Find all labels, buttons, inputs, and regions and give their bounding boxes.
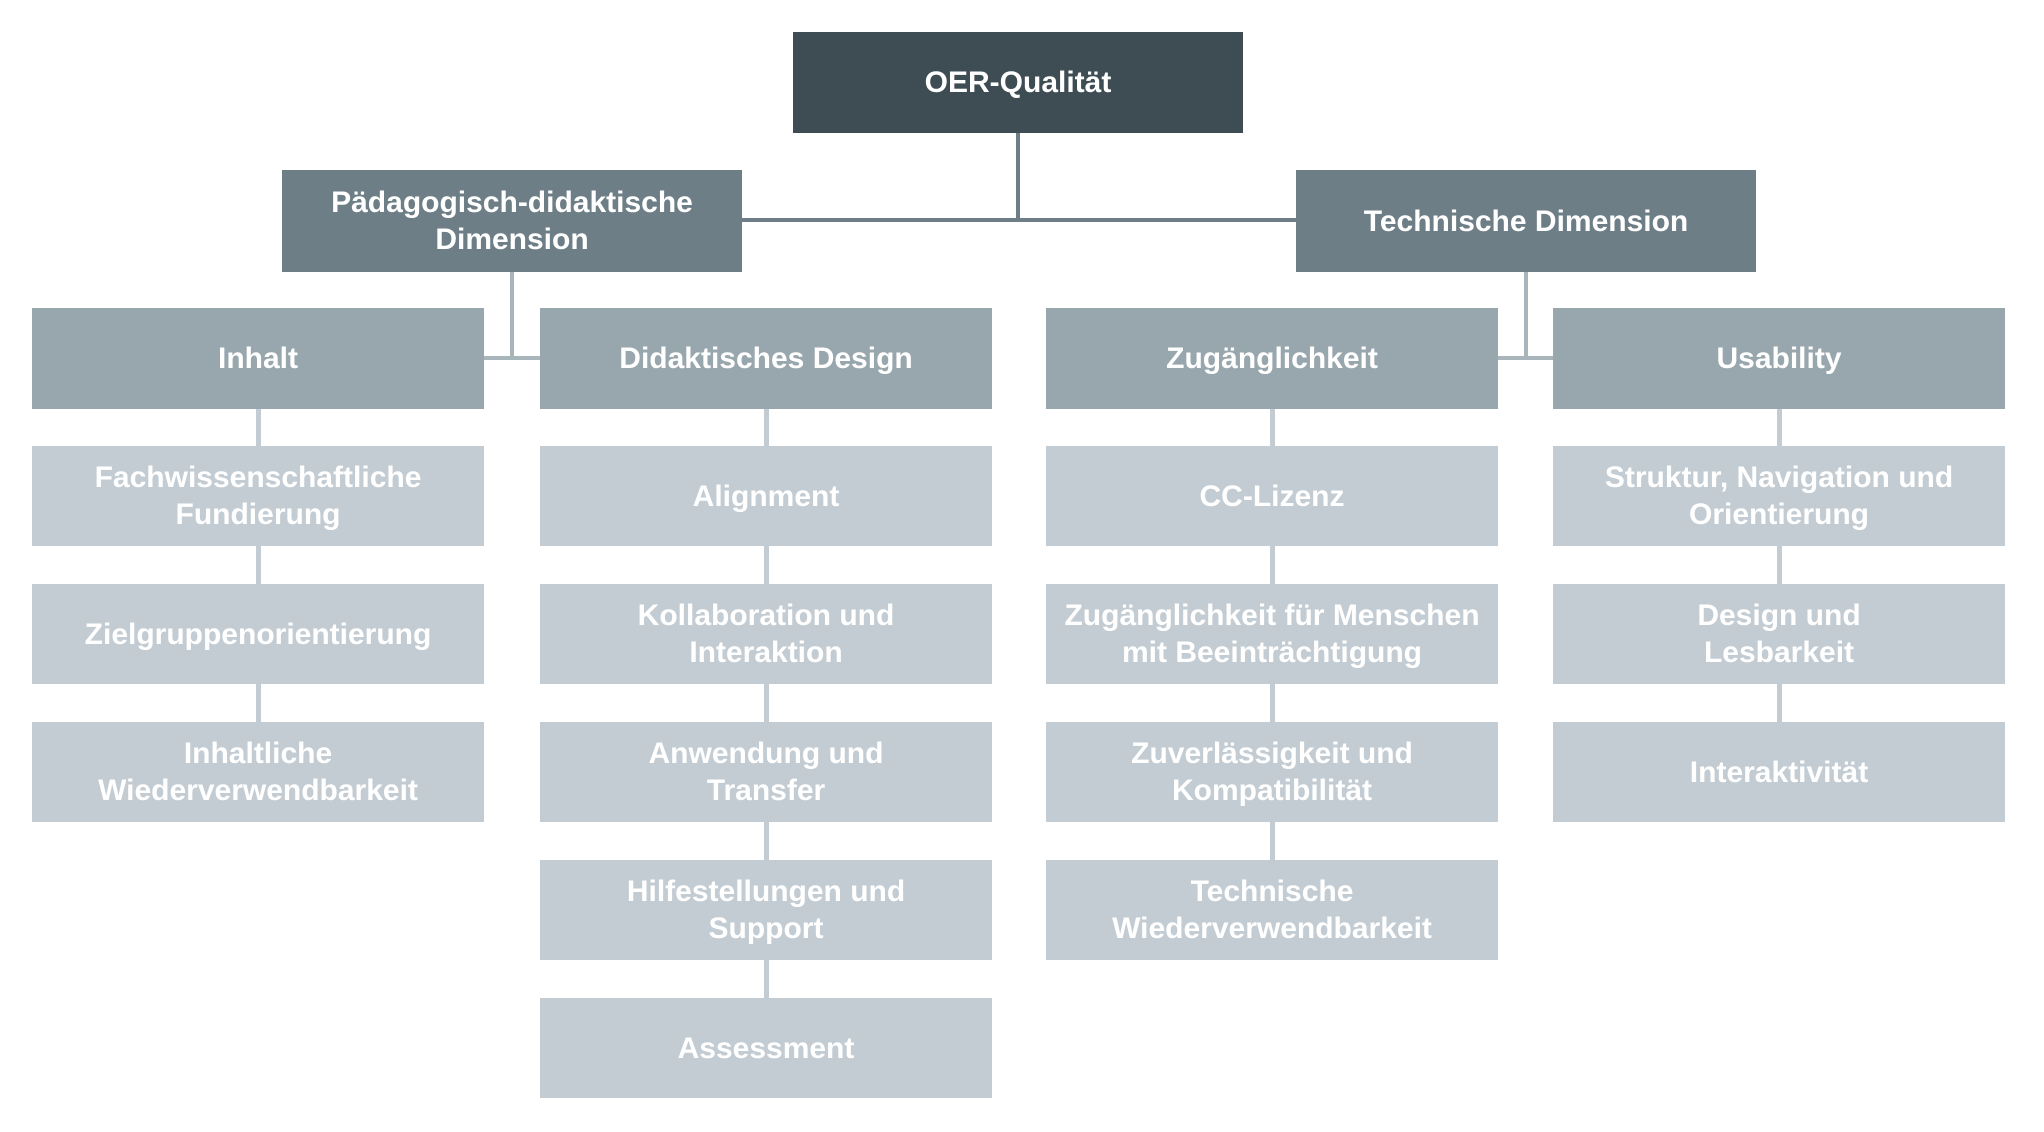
- node-label: Pädagogisch-didaktische Dimension: [331, 186, 693, 256]
- node-inhaltliche-wiederverwendbarkeit: Inhaltliche Wiederverwendbarkeit: [32, 722, 484, 822]
- node-zielgruppenorientierung: Zielgruppenorientierung: [32, 584, 484, 684]
- node-zugaenglichkeit: Zugänglichkeit: [1046, 308, 1498, 409]
- node-label: Alignment: [692, 479, 840, 513]
- connector-line: [1270, 545, 1275, 585]
- connector-line: [764, 959, 769, 999]
- node-label: Fachwissenschaftliche Fundierung: [94, 461, 422, 531]
- node-label: Hilfestellungen und Support: [626, 875, 906, 945]
- node-hilfestellungen-und-support: Hilfestellungen und Support: [540, 860, 992, 960]
- connector-line: [1777, 545, 1782, 585]
- node-didaktisches-design: Didaktisches Design: [540, 308, 992, 409]
- node-label: Interaktivität: [1689, 755, 1869, 789]
- node-zugaenglichkeit-fuer-menschen: Zugänglichkeit für Menschen mit Beeinträ…: [1046, 584, 1498, 684]
- node-label: Anwendung und Transfer: [648, 737, 884, 807]
- node-anwendung-und-transfer: Anwendung und Transfer: [540, 722, 992, 822]
- connector-line: [764, 821, 769, 861]
- node-oer-qualitaet: OER-Qualität: [793, 32, 1243, 133]
- node-zuverlaessigkeit-und-kompatibilitaet: Zuverlässigkeit und Kompatibilität: [1046, 722, 1498, 822]
- connector-root-vertical: [1016, 132, 1020, 222]
- node-label: Technische Wiederverwendbarkeit: [1112, 875, 1432, 945]
- node-assessment: Assessment: [540, 998, 992, 1098]
- node-design-und-lesbarkeit: Design und Lesbarkeit: [1553, 584, 2005, 684]
- connector-line: [1777, 683, 1782, 723]
- connector-dim2-horizontal: [1498, 356, 1557, 360]
- connector-line: [1777, 408, 1782, 447]
- connector-line: [1270, 683, 1275, 723]
- node-label: Zuverlässigkeit und Kompatibilität: [1131, 737, 1413, 807]
- node-paedagogisch-didaktische-dimension: Pädagogisch-didaktische Dimension: [282, 170, 742, 272]
- node-label: Zugänglichkeit: [1166, 342, 1378, 375]
- connector-line: [764, 683, 769, 723]
- connector-line: [256, 408, 261, 447]
- node-label: Kollaboration und Interaktion: [637, 599, 895, 669]
- node-label: Technische Dimension: [1363, 204, 1689, 238]
- connector-dim1-horizontal: [484, 356, 544, 360]
- node-label: Usability: [1716, 342, 1842, 375]
- connector-dim2-vertical: [1524, 271, 1528, 360]
- node-fachwissenschaftliche-fundierung: Fachwissenschaftliche Fundierung: [32, 446, 484, 546]
- node-alignment: Alignment: [540, 446, 992, 546]
- node-label: Zielgruppenorientierung: [84, 617, 432, 651]
- connector-line: [1270, 408, 1275, 447]
- node-label: Zugänglichkeit für Menschen mit Beeinträ…: [1064, 599, 1480, 669]
- node-usability: Usability: [1553, 308, 2005, 409]
- connector-line: [256, 683, 261, 723]
- node-inhalt: Inhalt: [32, 308, 484, 409]
- node-label: Assessment: [677, 1031, 855, 1065]
- connector-line: [1270, 821, 1275, 861]
- connector-line: [764, 545, 769, 585]
- node-label: CC-Lizenz: [1199, 479, 1345, 513]
- node-technische-dimension: Technische Dimension: [1296, 170, 1756, 272]
- node-struktur-navigation-orientierung: Struktur, Navigation und Orientierung: [1553, 446, 2005, 546]
- node-label: Design und Lesbarkeit: [1697, 599, 1861, 669]
- connector-root-horizontal: [742, 218, 1300, 222]
- node-label: Didaktisches Design: [619, 342, 913, 375]
- connector-line: [256, 545, 261, 585]
- node-label: Inhalt: [218, 342, 298, 375]
- node-kollaboration-und-interaktion: Kollaboration und Interaktion: [540, 584, 992, 684]
- connector-dim1-vertical: [510, 271, 514, 360]
- node-technische-wiederverwendbarkeit: Technische Wiederverwendbarkeit: [1046, 860, 1498, 960]
- connector-line: [764, 408, 769, 447]
- node-cc-lizenz: CC-Lizenz: [1046, 446, 1498, 546]
- node-label: OER-Qualität: [924, 66, 1112, 99]
- node-interaktivitaet: Interaktivität: [1553, 722, 2005, 822]
- node-label: Struktur, Navigation und Orientierung: [1604, 461, 1954, 531]
- node-label: Inhaltliche Wiederverwendbarkeit: [98, 737, 418, 807]
